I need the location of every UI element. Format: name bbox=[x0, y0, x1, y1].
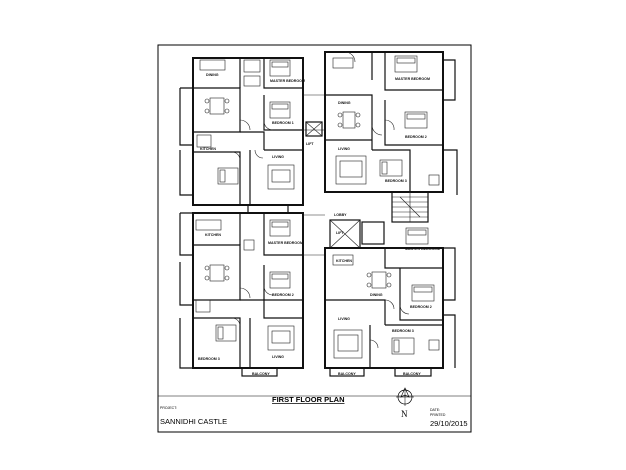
project-name: SANNIDHI CASTLE bbox=[160, 417, 227, 426]
room-label: BEDROOM 3 bbox=[385, 179, 407, 183]
room-label: DINING bbox=[370, 293, 383, 297]
date-value: 29/10/2015 bbox=[430, 419, 468, 428]
north-arrow-icon: N bbox=[396, 387, 414, 419]
room-labels: DINING MASTER BEDROOM BEDROOM 1 KITCHEN … bbox=[198, 73, 440, 376]
room-label: BEDROOM 3 bbox=[198, 357, 220, 361]
staircase bbox=[391, 191, 429, 223]
room-label: BEDROOM 2 bbox=[405, 135, 427, 139]
left-wing bbox=[179, 57, 304, 377]
room-label: LOBBY bbox=[334, 213, 347, 217]
date-sub-label: PRINTED bbox=[430, 413, 446, 417]
room-label: BALCONY bbox=[403, 372, 421, 376]
room-label: DINING bbox=[206, 73, 219, 77]
room-label: MASTER BEDROOM bbox=[270, 79, 305, 83]
room-label: KITCHEN bbox=[336, 259, 352, 263]
room-label: MASTER BEDROOM bbox=[268, 241, 303, 245]
project-label: PROJECT: bbox=[160, 406, 177, 410]
room-label: DINING bbox=[338, 101, 351, 105]
room-label: BEDROOM 3 bbox=[392, 329, 414, 333]
room-label: BEDROOM 1 bbox=[272, 121, 294, 125]
room-label: BALCONY bbox=[338, 372, 356, 376]
room-label: MASTER BEDROOM bbox=[395, 77, 430, 81]
room-label: BEDROOM 2 bbox=[410, 305, 432, 309]
right-wing bbox=[324, 51, 458, 377]
room-label: KITCHEN bbox=[200, 147, 216, 151]
sheet-border bbox=[157, 44, 472, 433]
room-label: LIVING bbox=[338, 317, 350, 321]
date-label: DATE: bbox=[430, 408, 440, 412]
title-block: FIRST FLOOR PLAN PROJECT: SANNIDHI CASTL… bbox=[160, 395, 468, 428]
room-label: KITCHEN bbox=[205, 233, 221, 237]
room-label: LIFT bbox=[306, 142, 314, 146]
room-label: LIVING bbox=[272, 155, 284, 159]
room-label: BALCONY bbox=[252, 372, 270, 376]
room-label: LIVING bbox=[338, 147, 350, 151]
room-label: MASTER BEDROOM bbox=[405, 247, 440, 251]
central-core bbox=[303, 94, 325, 256]
room-label: LIFT bbox=[336, 231, 344, 235]
north-label: N bbox=[401, 409, 408, 419]
drawing-title: FIRST FLOOR PLAN bbox=[272, 395, 345, 404]
room-label: BEDROOM 2 bbox=[272, 293, 294, 297]
room-label: LIVING bbox=[272, 355, 284, 359]
